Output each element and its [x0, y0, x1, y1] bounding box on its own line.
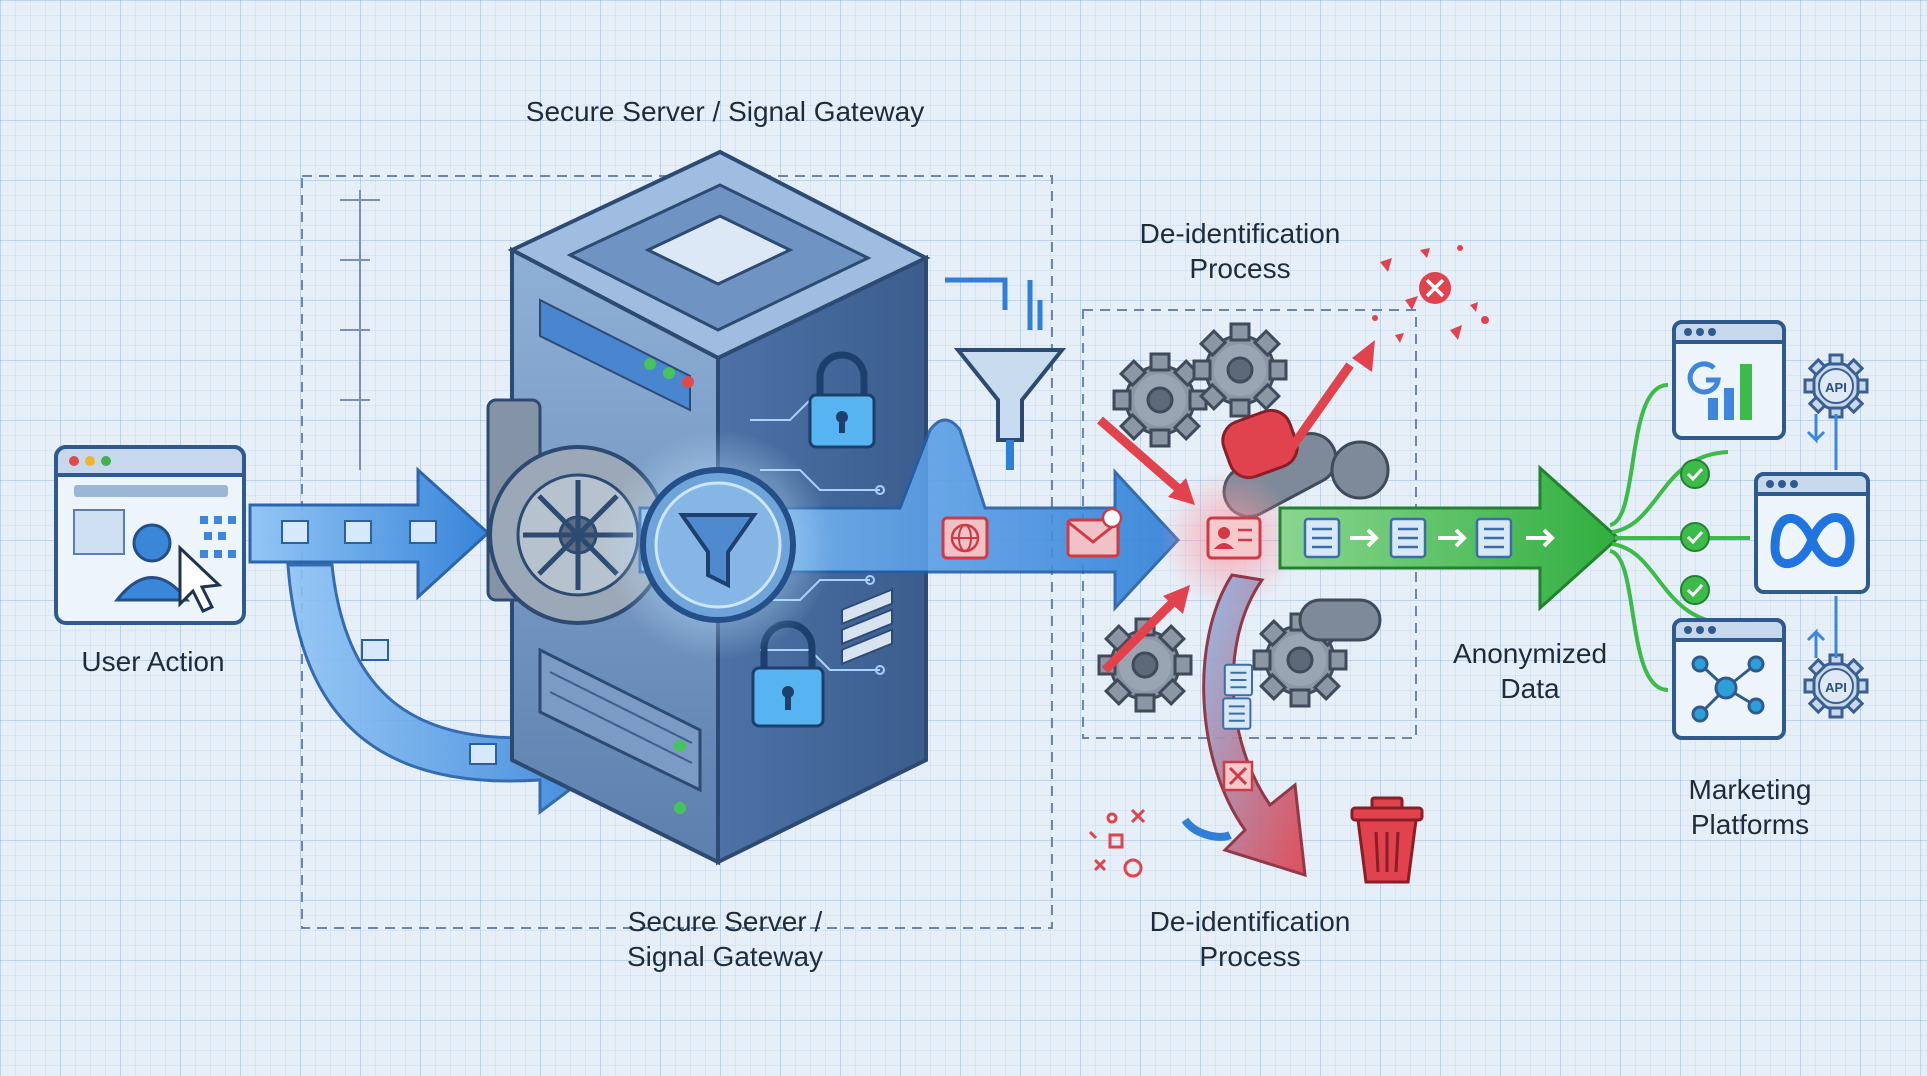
network-platform-window	[1672, 618, 1786, 740]
anonymized-line2: Data	[1500, 673, 1560, 704]
server-label-bottom: Secure Server / Signal Gateway	[590, 904, 860, 974]
checkmark-icon	[1680, 459, 1710, 489]
document-icon	[1222, 697, 1252, 730]
incoming-packet-icons	[281, 520, 437, 544]
cursor-icon	[178, 544, 223, 613]
analytics-chart-icon	[1687, 361, 1752, 420]
filter-node	[640, 467, 796, 623]
anonymized-data-label: Anonymized Data	[1425, 636, 1635, 706]
server-title-top: Secure Server / Signal Gateway	[525, 96, 925, 127]
scattered-debris	[1088, 808, 1146, 878]
deid-label-top-line2: Process	[1189, 253, 1291, 284]
funnel-intake	[945, 277, 1067, 470]
deid-label-bottom-line2: Process	[1199, 941, 1301, 972]
green-flow-chevrons	[1350, 528, 1555, 548]
api-gear-icon: API	[1803, 653, 1869, 719]
network-graph-icon	[1691, 655, 1765, 723]
deid-label-bottom-line1: De-identification	[1149, 906, 1351, 937]
filter-funnel-icon	[678, 513, 758, 589]
api-connector-lines	[1806, 414, 1838, 658]
document-icon	[1223, 663, 1254, 697]
discard-tail-arrow	[1181, 817, 1232, 841]
anonymized-line1: Anonymized	[1452, 638, 1608, 669]
emitted-data-bits	[200, 516, 236, 558]
id-card-icon	[1206, 516, 1262, 560]
api-gear-icon: API	[1803, 353, 1869, 419]
user-avatar-icon	[113, 523, 191, 602]
debris-particles	[1372, 245, 1489, 343]
side-vent	[841, 588, 893, 666]
deid-label-top-line1: De-identification	[1139, 218, 1341, 249]
deid-label-top: De-identification Process	[1110, 216, 1370, 286]
analytics-platform-window	[1672, 320, 1786, 440]
server-label-bottom-line2: Signal Gateway	[626, 941, 824, 972]
discard-branch-arrow	[1202, 573, 1307, 878]
checkmark-icon	[1680, 575, 1710, 605]
document-icon	[1389, 517, 1427, 559]
globe-icon	[941, 516, 989, 560]
server-label-bottom-line1: Secure Server /	[627, 906, 823, 937]
trash-bin-icon	[1350, 796, 1424, 884]
user-action-label: User Action	[60, 644, 246, 679]
reject-x-icon	[1222, 760, 1254, 792]
marketing-platforms-label: Marketing Platforms	[1650, 772, 1850, 842]
gear-icon	[1192, 322, 1288, 418]
user-action-window	[54, 445, 246, 625]
checkmark-icon	[1680, 522, 1710, 552]
deid-label-bottom: De-identification Process	[1120, 904, 1380, 974]
blueprint-guide-line	[340, 190, 380, 470]
svg-text:API: API	[1825, 680, 1847, 695]
meta-platform-window	[1754, 472, 1870, 594]
envelope-icon	[1066, 507, 1123, 558]
marketing-line2: Platforms	[1690, 809, 1810, 840]
marketing-line1: Marketing	[1688, 774, 1812, 805]
svg-text:API: API	[1825, 380, 1847, 395]
user-action-text: User Action	[81, 646, 225, 677]
red-scrub-arrows	[1097, 340, 1375, 674]
gear-icon	[1112, 352, 1208, 448]
padlock-icon	[808, 351, 876, 449]
reject-x-icon	[1419, 272, 1451, 304]
document-icon	[1475, 517, 1513, 559]
meta-logo-icon	[1770, 513, 1855, 569]
lower-packet-icons	[361, 639, 497, 765]
document-icon	[1303, 517, 1341, 559]
